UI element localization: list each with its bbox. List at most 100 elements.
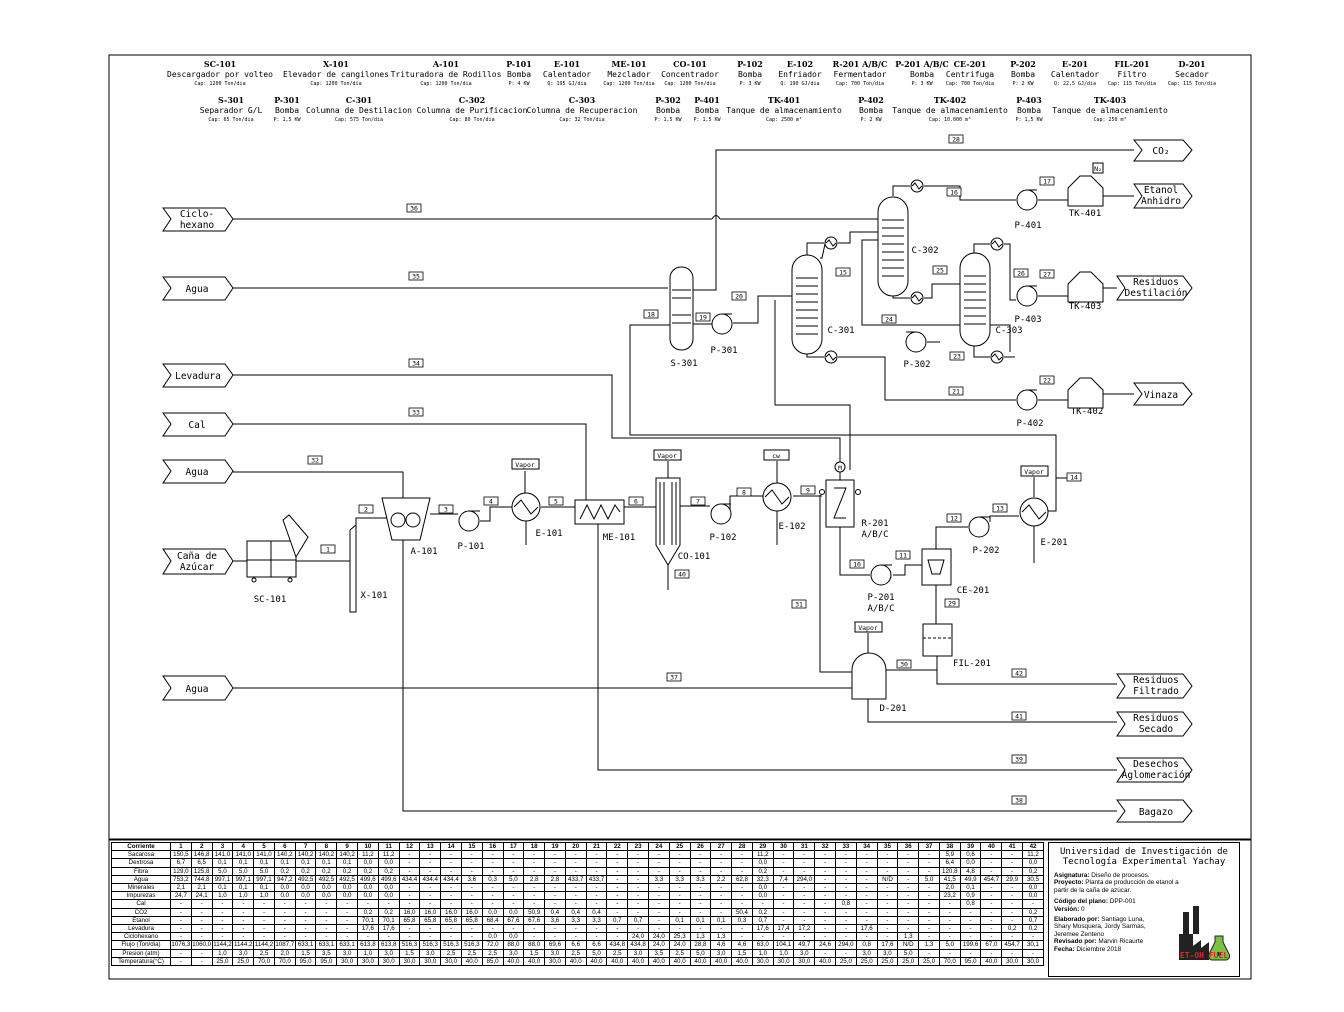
table-cell: 67,6 [523, 915, 546, 926]
stream-tag-number: 26 [1017, 270, 1025, 278]
table-cell: 40,0 [627, 956, 649, 967]
stream-tag-box [948, 386, 964, 396]
header-tag: A-101 [432, 59, 459, 69]
motor-icon: M [838, 465, 842, 472]
table-cell: - [876, 932, 899, 942]
table-cell: - [689, 907, 712, 917]
table-cell: - [1001, 883, 1024, 893]
header-capacity: Cap: 1200 Ton/dia [420, 81, 471, 87]
elaborado-value-3: Jeremee Zenteno [1054, 930, 1105, 938]
label-d201: D-201 [879, 704, 906, 714]
table-cell: 2,5 [253, 948, 275, 958]
table-cell: 1087,7 [273, 940, 296, 950]
table-cell: 95,0 [315, 956, 338, 967]
table-cell: - [253, 915, 275, 926]
table-cell: - [502, 866, 525, 876]
table-cell: 0,2 [1022, 907, 1044, 917]
table-cell: - [793, 866, 816, 876]
table-cell: 70,1 [377, 915, 400, 926]
table-cell: 17,6 [377, 924, 400, 934]
condensers-reboilers [824, 179, 1004, 364]
table-cell: - [897, 924, 920, 934]
table-cell: - [793, 891, 816, 901]
table-cell: - [814, 858, 836, 868]
stream-tag-number: 7 [696, 498, 700, 506]
table-cell: 0,2 [336, 866, 359, 876]
table-cell: - [647, 883, 670, 893]
table-cell: - [315, 932, 338, 942]
table-cell: 28,8 [689, 940, 712, 950]
table-cell: - [253, 924, 275, 934]
table-column-header: 21 [585, 841, 608, 852]
s301-separator [669, 266, 694, 351]
elaborado-value-1: Santiago Luna, [1101, 916, 1145, 924]
table-cell: 0,0 [273, 891, 296, 901]
table-cell: 434,8 [627, 940, 649, 950]
table-cell: 5,0 [585, 948, 608, 958]
table-cell: - [232, 915, 255, 926]
table-cell: - [918, 883, 940, 893]
table-cell: - [419, 924, 442, 934]
table-cell: 1,3 [918, 940, 940, 950]
table-cell: 7,4 [772, 874, 795, 885]
table-cell: 1144,2 [211, 940, 234, 950]
table-column-header: 23 [627, 841, 649, 852]
table-cell: - [1001, 891, 1024, 901]
table-cell: 95,0 [959, 956, 982, 967]
table-cell: 1,0 [232, 891, 255, 901]
stream-tag-box [946, 513, 962, 523]
input-levadura: Levadura [175, 371, 221, 382]
table-cell: 5,9 [938, 850, 961, 860]
table-cell: - [564, 924, 587, 934]
table-cell: - [190, 899, 213, 909]
university-line-1: Universidad de Investigación de [1060, 847, 1228, 857]
output-desechos-1: Desechos [1133, 759, 1179, 770]
table-cell: - [668, 850, 691, 860]
table-cell: - [398, 899, 421, 909]
table-column-header: 41 [1001, 841, 1024, 852]
table-cell: - [959, 907, 982, 917]
table-cell: 0,7 [627, 915, 649, 926]
table-cell: 0,7 [751, 915, 774, 926]
table-column-header: 16 [481, 841, 504, 852]
table-cell: 4,6 [710, 940, 733, 950]
table-cell: - [959, 915, 982, 926]
table-cell: - [502, 891, 525, 901]
proyecto-label: Proyecto: [1054, 879, 1084, 887]
table-cell: - [294, 899, 317, 909]
table-cell: 492,5 [336, 874, 359, 885]
table-cell: 24,1 [190, 891, 213, 901]
table-cell: - [938, 907, 961, 917]
label-r201-1: R-201 [861, 519, 888, 529]
fecha-label: Fecha: [1054, 945, 1075, 953]
table-cell: - [647, 858, 670, 868]
table-cell: - [170, 915, 192, 926]
table-cell: - [1001, 866, 1024, 876]
label-tk401: TK-401 [1069, 209, 1102, 219]
table-cell: 997,1 [211, 874, 234, 885]
table-cell: - [627, 883, 649, 893]
table-cell: - [253, 932, 275, 942]
table-row-label: Fibra [111, 866, 171, 876]
header-tag: C-302 [459, 95, 485, 105]
table-cell: 0,0 [294, 891, 317, 901]
label-p102: P-102 [709, 533, 736, 543]
table-cell: 16,0 [460, 907, 483, 917]
asignatura-row: Asignatura: Diseño de procesos. [1054, 872, 1239, 879]
table-cell: - [460, 899, 483, 909]
stream-tag-box [548, 496, 564, 506]
table-cell: - [564, 858, 587, 868]
label-p301: P-301 [710, 346, 737, 356]
proyecto-value-2: partir de la caña de azúcar. [1054, 886, 1132, 894]
table-cell: - [419, 932, 442, 942]
table-cell: 30,0 [357, 956, 379, 967]
table-cell: 434,4 [419, 874, 442, 885]
header-description: Concentrador [661, 70, 719, 79]
table-cell: - [502, 858, 525, 868]
table-cell: - [855, 866, 878, 876]
label-co101: CO-101 [678, 552, 711, 562]
header-tag: P-402 [858, 95, 884, 105]
table-cell: - [668, 924, 691, 934]
stream-tag-box [835, 267, 851, 277]
